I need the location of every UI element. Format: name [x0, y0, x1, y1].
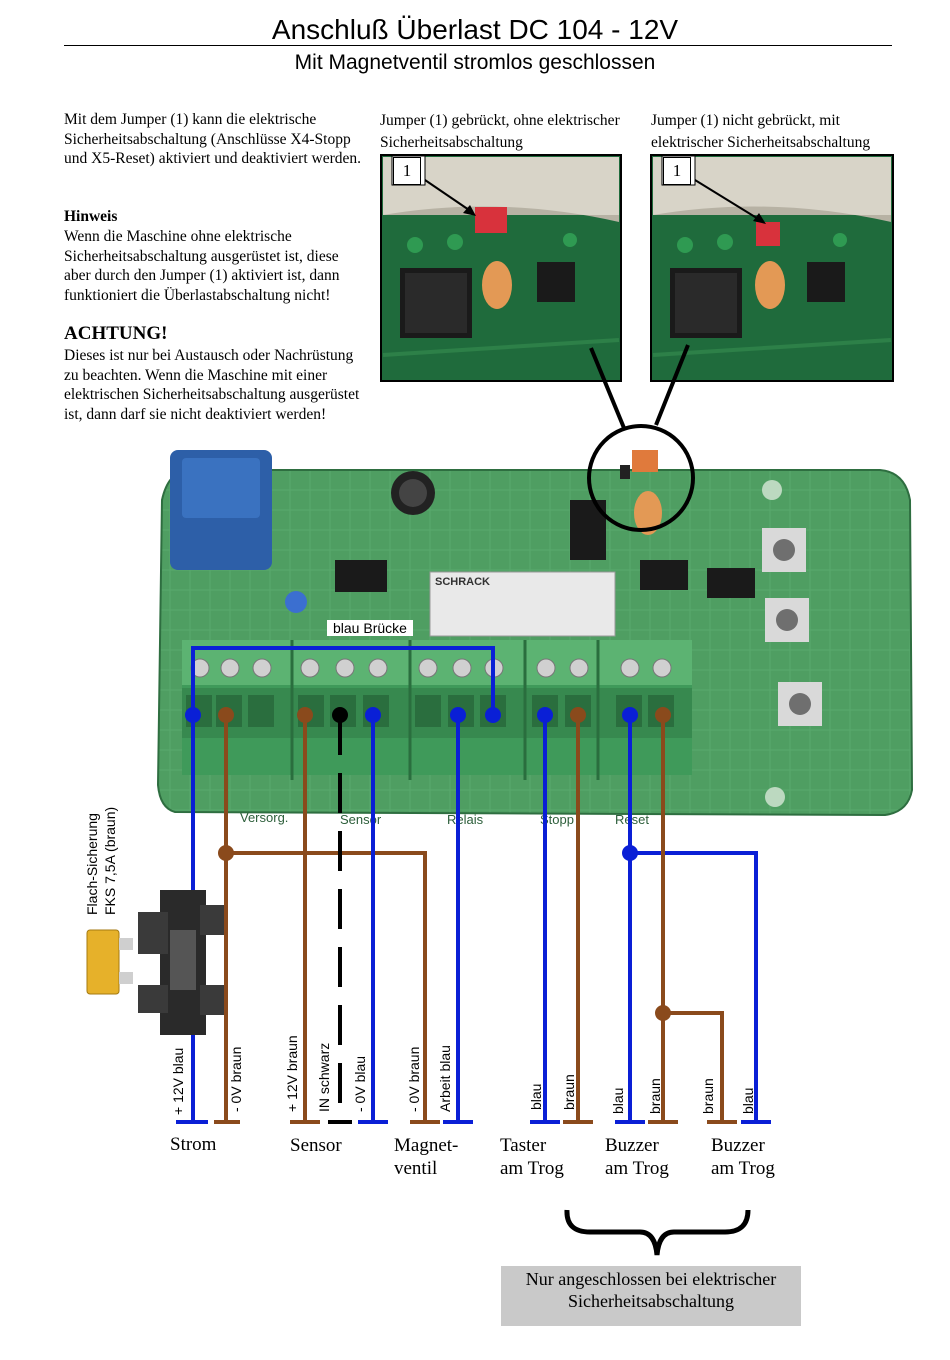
- wire-label-buzzer2-brown: braun: [700, 1078, 716, 1114]
- magnifier-callout: [587, 344, 695, 532]
- safety-note-box: Nur angeschlossen bei elektrischer Siche…: [501, 1266, 801, 1326]
- photo-caption-open: Jumper (1) nicht gebrückt, mit elektrisc…: [651, 112, 871, 151]
- pcb-label-reset: Reset: [615, 812, 649, 827]
- flat-fuse-icon: [86, 929, 133, 995]
- wire-label-buzzer1-blue: blau: [610, 1087, 626, 1114]
- pcb-board: SCHRACK: [156, 450, 914, 827]
- callout-1-bridged: 1: [393, 157, 421, 185]
- title-underline: [64, 45, 892, 46]
- bridge-label: blau Brücke: [327, 620, 413, 636]
- wire-label-buzzer2-blue: blau: [740, 1087, 756, 1114]
- wire-label-strom-plus: + 12V blau: [170, 1047, 186, 1115]
- fuse-label-line1: Flach-Sicherung: [84, 813, 100, 915]
- wires: [191, 715, 758, 1122]
- group-label-strom: Strom: [170, 1134, 217, 1155]
- jumper-photo-bridged: [380, 154, 622, 382]
- group-label-sensor: Sensor: [290, 1135, 342, 1156]
- page-title: Anschluß Überlast DC 104 - 12V: [271, 14, 679, 45]
- curly-brace: [564, 1209, 751, 1256]
- pcb-label-versorg: Versorg.: [240, 810, 288, 825]
- wire-label-buzzer1-brown: braun: [647, 1078, 663, 1114]
- warning-heading: ACHTUNG!: [64, 323, 168, 344]
- blue-bridge-wire: [191, 646, 495, 715]
- wire-label-sensor-in: IN schwarz: [316, 1042, 332, 1112]
- warning-text: Dieses ist nur bei Austausch oder Nachrü…: [64, 347, 360, 423]
- pcb-label-relais: Relais: [447, 812, 484, 827]
- safety-note-line1: Nur angeschlossen bei elektrischer: [525, 1269, 777, 1289]
- hint-text: Wenn die Maschine ohne elektrische Siche…: [64, 228, 340, 304]
- fuse-label-line2: FKS 7,5A (braun): [102, 806, 118, 915]
- jumper-photo-open: [650, 154, 894, 382]
- relay-brand: SCHRACK: [435, 576, 490, 588]
- wire-label-strom-minus: - 0V braun: [228, 1046, 244, 1112]
- terminal-dots: [185, 707, 671, 1021]
- wire-label-taster-blue: blau: [528, 1083, 544, 1110]
- pcb-label-sensor: Sensor: [340, 812, 382, 827]
- wire-label-taster-brown: braun: [561, 1074, 577, 1110]
- page-subtitle: Mit Magnetventil stromlos geschlossen: [294, 51, 656, 74]
- intro-text: Mit dem Jumper (1) kann die elektrische …: [64, 111, 361, 167]
- pcb-label-stopp: Stopp: [540, 812, 574, 827]
- hint-heading: Hinweis: [64, 208, 118, 225]
- wire-label-magnet-arbeit: Arbeit blau: [437, 1045, 453, 1112]
- wire-label-sensor-minus: - 0V blau: [352, 1055, 368, 1112]
- safety-note-line2: Sicherheitsabschaltung: [568, 1291, 734, 1311]
- photo-caption-bridged: Jumper (1) gebrückt, ohne elektrischer S…: [380, 112, 620, 151]
- group-label-magnetventil: Magnet-ventil: [394, 1135, 459, 1179]
- wire-label-magnet-minus: - 0V braun: [406, 1046, 422, 1112]
- callout-1-open: 1: [663, 157, 691, 185]
- wire-label-sensor-plus: + 12V braun: [284, 1035, 300, 1112]
- fuse-holder-icon: [138, 890, 224, 1035]
